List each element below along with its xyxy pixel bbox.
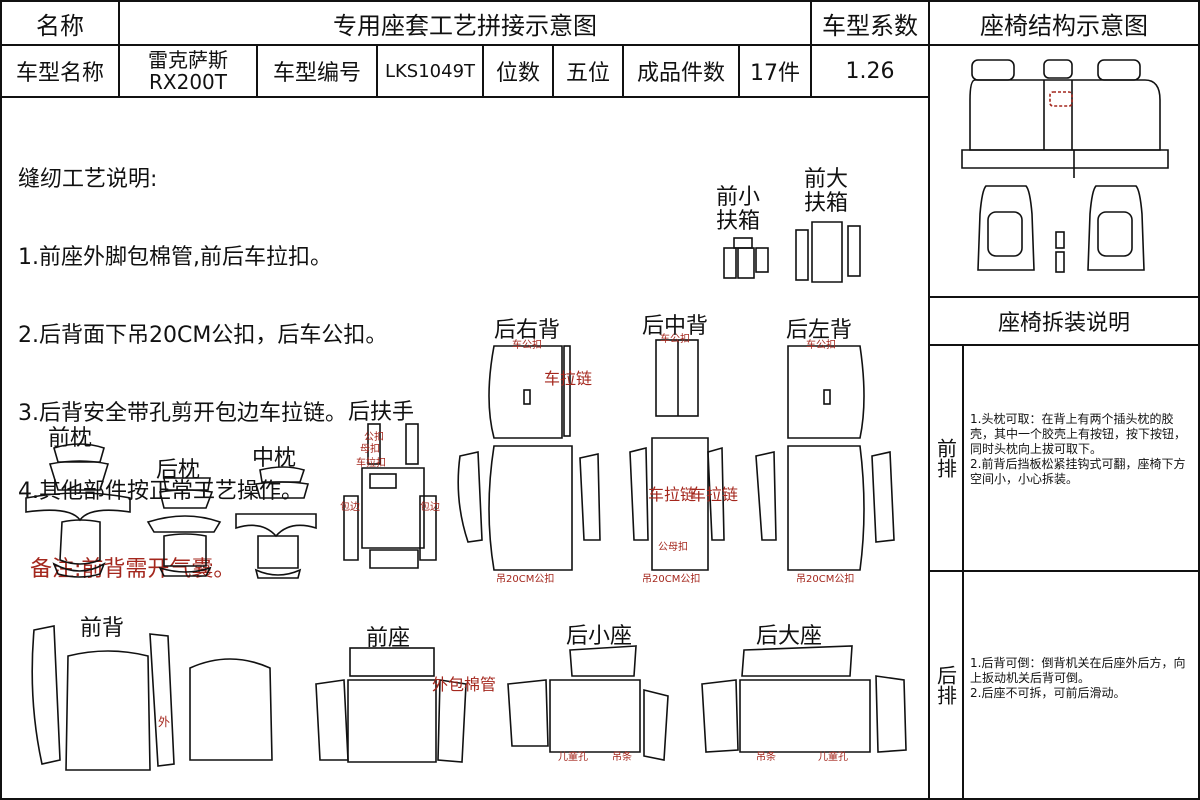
piece-rear-right-back: 车公扣 车拉链 吊20CM公扣 [457, 338, 601, 585]
rear-armrest-pull-snap-note: 车拉扣 [356, 456, 386, 469]
coef-label-cell: 车型系数 [810, 0, 930, 46]
piece-front-big-armrest [795, 221, 861, 283]
label-front-seat: 前座 [366, 626, 411, 651]
rear-middle-back-male-female-note: 公母扣 [658, 540, 688, 553]
rear-right-back-snap-note: 车公扣 [512, 338, 542, 351]
notes-title: 缝纫工艺说明: [18, 167, 158, 192]
piece-middle-headrest [235, 466, 317, 579]
rear-big-seat-child-hole-note: 儿童孔 [818, 750, 848, 763]
piece-rear-left-back: 车公扣 吊20CM公扣 [755, 338, 895, 585]
rear-small-seat-hang-strip-note: 吊条 [612, 750, 632, 763]
rear-armrest-female-snap-note: 母扣 [360, 442, 380, 455]
piece-rear-headrest [146, 477, 222, 577]
rear-left-back-hang-note: 吊20CM公扣 [796, 572, 854, 585]
rear-middle-back-snap-note: 车公扣 [660, 332, 690, 345]
notes-item-3: 3.后背安全带孔剪开包边车拉链。 [18, 401, 347, 426]
piece-front-seat: 外包棉管 [315, 647, 496, 763]
label-front-small-armrest-l2: 扶箱 [716, 209, 761, 234]
seat-structure-drawing [961, 59, 1169, 273]
rear-middle-back-hang-note: 吊20CM公扣 [642, 572, 700, 585]
rear-small-seat-child-hole-note: 儿童孔 [558, 750, 588, 763]
piece-front-small-armrest [723, 237, 769, 279]
rear-armrest-male-snap-note: 公扣 [364, 430, 384, 443]
rear-middle-back-zip-note-left: 车拉链 [648, 485, 696, 504]
piece-front-back: 外 [31, 625, 273, 771]
rear-big-seat-hang-strip-note: 吊条 [756, 750, 776, 763]
label-rear-middle-back: 后中背 [642, 314, 709, 339]
label-front-big-armrest-l2: 扶箱 [804, 191, 849, 216]
label-rear-left-back: 后左背 [786, 318, 853, 343]
label-front-back: 前背 [80, 616, 125, 641]
notes-item-1: 1.前座外脚包棉管,前后车拉扣。 [18, 245, 332, 270]
label-rear-small-seat: 后小座 [566, 624, 633, 649]
label-rear-armrest: 后扶手 [348, 400, 415, 425]
front-row-text: 1.头枕可取：在背上有两个插头枕的胶壳，其中一个胶壳上有按钮，按下按钮，同时头枕… [970, 412, 1187, 486]
label-front-big-armrest-l1: 前大 [804, 167, 849, 192]
piece-rear-small-seat: 儿童孔 吊条 [507, 645, 669, 763]
rear-row-text: 1.后背可倒：倒背机关在后座外后方，向上扳动机关后背可倒。 2.后座不可拆，可前… [970, 656, 1186, 700]
label-rear-big-seat: 后大座 [756, 624, 823, 649]
rear-left-back-snap-note: 车公扣 [806, 338, 836, 351]
front-seat-cotton-note: 外包棉管 [432, 675, 496, 694]
model-name-line2: RX200T [149, 70, 227, 94]
rear-right-back-zip-note: 车拉链 [544, 369, 592, 388]
rear-armrest-hem-note-right: 包边 [420, 500, 440, 513]
label-front-small-armrest: 前小 扶箱 [716, 186, 760, 234]
rear-right-back-hang-note: 吊20CM公扣 [496, 572, 554, 585]
piece-front-headrest [25, 443, 131, 578]
rear-row-box [962, 570, 1200, 800]
front-back-outer-note: 外 [158, 715, 170, 729]
piece-rear-middle-back: 车公扣 车拉链 车拉链 公母扣 吊20CM公扣 [629, 332, 738, 585]
model-name-line1: 雷克萨斯 [148, 48, 228, 72]
piece-rear-armrest: 车拉扣 公扣 母扣 包边 包边 [340, 423, 440, 569]
rear-middle-back-zip-note-right: 车拉链 [690, 485, 738, 504]
notes-item-2: 2.后背面下吊20CM公扣，后车公扣。 [18, 323, 388, 348]
piece-rear-big-seat: 吊条 儿童孔 [701, 645, 907, 763]
label-front-big-armrest: 前大 扶箱 [804, 168, 848, 216]
label-front-small-armrest-l1: 前小 [716, 185, 761, 210]
label-rear-right-back: 后右背 [494, 318, 561, 343]
rear-armrest-hem-note-left: 包边 [340, 500, 360, 513]
model-name-value: 雷克萨斯 RX200T [118, 44, 258, 98]
